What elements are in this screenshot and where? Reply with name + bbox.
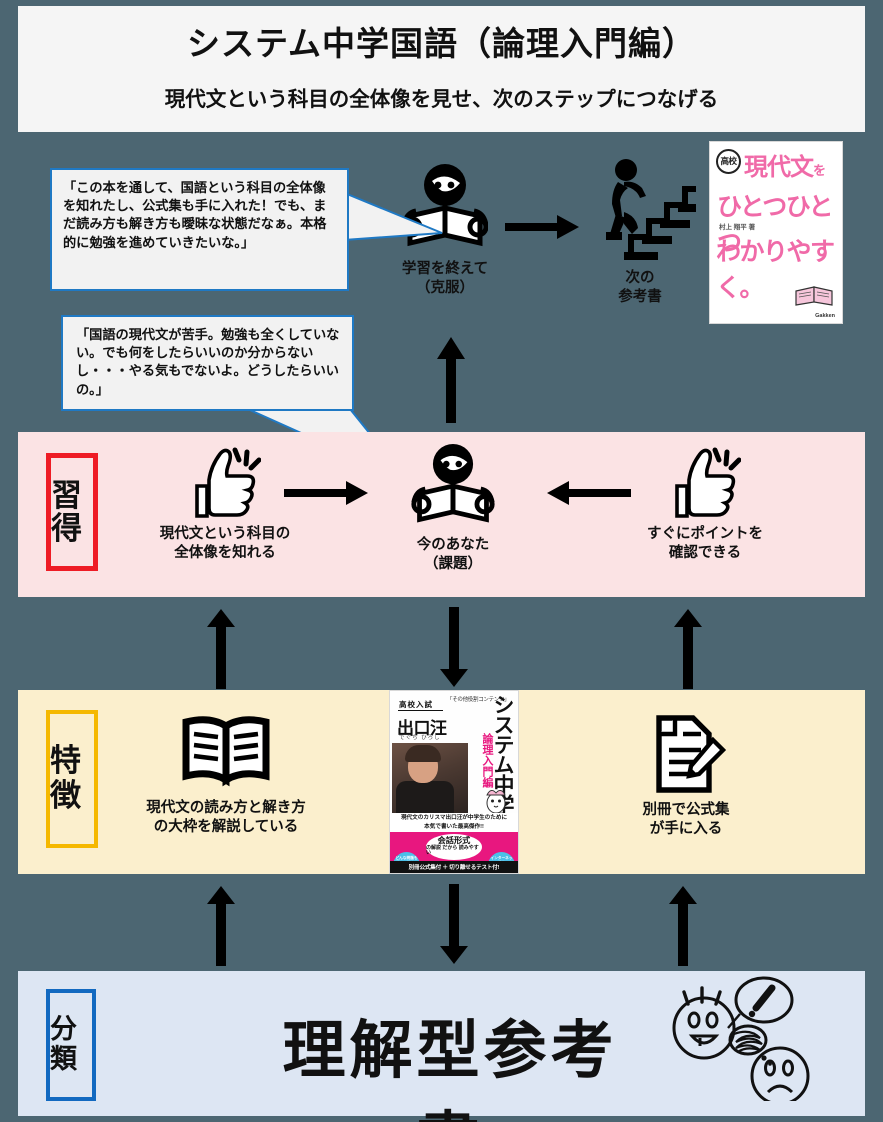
cell-framework-caption: 現代文の読み方と解き方 の大枠を解説している <box>146 800 306 836</box>
author-photo <box>392 743 468 815</box>
arrow-up-icon-left-low <box>207 886 235 966</box>
cell-quick-points: すぐにポイントを 確認できる <box>615 446 795 563</box>
cell-overview-caption: 現代文という科目の 全体像を知れる <box>159 526 291 562</box>
arrow-up-icon-left-mid <box>207 609 235 689</box>
book-cover-gakken: 高校 現代文を ひとつひとつ 村上 翔平 著 わかりやすく。 Gakken <box>709 141 843 324</box>
header-panel: システム中学国語（論理入門編） 現代文という科目の全体像を見せ、次のステップにつ… <box>18 6 865 132</box>
faces-illustration <box>672 976 810 1101</box>
divider <box>398 710 443 711</box>
book-line3: わかりやすく。 <box>716 238 835 302</box>
happy-face-icon <box>672 986 736 1060</box>
cell-formula-booklet: 別冊で公式集 が手に入る <box>586 712 786 839</box>
section-classification-label: 分類 <box>46 989 96 1101</box>
obi-main-badge: 会話形式 の解説 だから 読みやすい <box>426 833 482 860</box>
book-obi-band: 現代文のカリスマ出口汪が中学生のために 本気で書いた最高傑作!! どんな問題も解… <box>390 813 518 873</box>
speech-bubble-current-problem: 「国語の現代文が苦手。勉強も全くしていない。でも何をしたらいいのか分からないし・… <box>61 315 354 411</box>
cell-overview: 現代文という科目の 全体像を知れる <box>125 446 325 563</box>
thumbs-up-icon <box>675 447 741 518</box>
cell-you-now-caption: 今のあなた （課題） <box>416 537 490 573</box>
thumbs-up-icon <box>195 447 261 518</box>
section-acquire-label: 習得 <box>46 453 98 571</box>
book-badge-koukou: 高校 <box>716 149 741 174</box>
person-climbing-stairs-icon <box>606 159 696 260</box>
arrow-down-icon-center-mid <box>440 607 468 687</box>
classification-heading: 理解型参考書 <box>282 1016 618 1122</box>
arrow-left-icon-acquire <box>547 481 631 505</box>
obi-main-text: 会話形式 <box>437 836 471 846</box>
obi-top-text: 現代文のカリスマ出口汪が中学生のために 本気で書いた最高傑作!! <box>390 813 518 832</box>
page-subtitle: 現代文という科目の全体像を見せ、次のステップにつなげる <box>164 87 719 111</box>
exclamation-bubble-icon <box>727 976 794 1029</box>
obi-bottom-text: 別冊公式集付 ＋ 切り離せるテスト付! <box>390 861 518 873</box>
book-author-name: 出口汪 <box>397 719 447 738</box>
cell-framework: 現代文の読み方と解き方 の大枠を解説している <box>120 712 332 837</box>
book-publisher: Gakken <box>815 313 835 319</box>
obi-top-line1: 現代文のカリスマ出口汪が中学生のために <box>400 815 508 822</box>
arrow-up-icon-right-mid <box>674 609 702 689</box>
person-reading-book-icon <box>411 443 495 523</box>
sad-face-icon <box>750 1046 810 1101</box>
mascot-icon <box>486 790 506 814</box>
speech-bubble-after-study: 「この本を通して、国語という科目の全体像を知れたし、公式集も手に入れた！でも、ま… <box>50 168 349 291</box>
section-classification-band <box>18 971 865 1116</box>
section-features-label: 特徴 <box>46 710 98 848</box>
book-line1: 現代文を <box>744 154 826 181</box>
open-book-icon <box>182 716 270 787</box>
arrow-right-icon-acquire <box>284 481 368 505</box>
book-mini-illustration-icon <box>795 286 833 306</box>
obi-main-sub: の解説 だから 読みやすい <box>426 844 479 857</box>
cell-quick-points-caption: すぐにポイントを 確認できる <box>647 526 763 562</box>
document-pencil-icon <box>656 715 727 793</box>
book-author-ruby: でぐち ひろし <box>399 735 441 741</box>
page-title: システム中学国語（論理入門編） <box>186 25 696 63</box>
book-cover-system: 「その他役割コンテンツ」 高校入試 出口汪 でぐち ひろし システム中学国語 論… <box>389 690 519 874</box>
obi-top-line2: 本気で書いた最高傑作!! <box>424 823 484 830</box>
book-line2: ひとつひとつ <box>717 193 834 257</box>
book-subtitle-vertical: 論理入門編 <box>481 733 493 788</box>
arrow-up-icon-right-low <box>669 886 697 966</box>
cell-formula-booklet-caption: 別冊で公式集 が手に入る <box>642 802 730 838</box>
book-tagline: 「その他役割コンテンツ」 <box>447 697 510 703</box>
cell-next-book: 次の 参考書 <box>577 156 703 307</box>
scribble-bubble-icon <box>728 1024 772 1066</box>
arrow-down-icon-center-low <box>440 884 468 964</box>
book-author: 村上 翔平 著 <box>719 224 756 231</box>
book-exam-label: 高校入試 <box>399 700 433 709</box>
cell-next-book-caption: 次の 参考書 <box>618 270 662 306</box>
cell-after-study-caption: 学習を終えて （克服） <box>401 261 489 297</box>
cell-you-now: 今のあなた （課題） <box>383 443 523 574</box>
arrow-right-icon <box>505 215 579 239</box>
arrow-up-icon-top <box>437 337 465 423</box>
